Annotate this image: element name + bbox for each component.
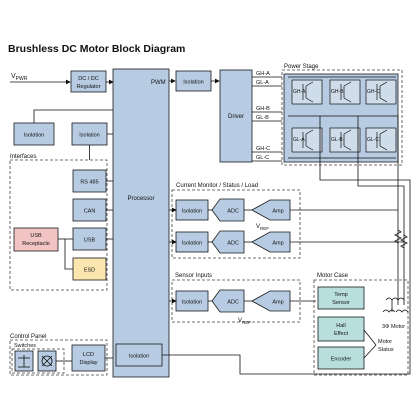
gate-label-gl-b: GL-B: [256, 115, 269, 121]
adc-block-cm2: ADC: [211, 230, 245, 254]
adc-block-cm1: ADC: [211, 198, 245, 222]
svg-text:ESD: ESD: [84, 268, 95, 274]
svg-text:RS 485: RS 485: [80, 180, 98, 186]
transistor-label-gl-a: GL-A: [293, 137, 305, 143]
isolation-block-cm2: Isolation: [175, 231, 209, 253]
gate-signals: GH-A GL-A GH-B GL-B GH-C GL-C: [252, 71, 282, 162]
svg-text:Power Stage: Power Stage: [284, 64, 319, 70]
svg-text:Encoder: Encoder: [331, 357, 352, 363]
amp-block-cm1: Amp: [251, 199, 291, 221]
transistor-label-gh-a: GH-A: [293, 89, 306, 95]
svg-text:Display: Display: [79, 360, 97, 366]
hall-effect-block: Hall Effect: [317, 316, 365, 342]
lcd-display-block: LCD Display: [71, 344, 106, 372]
svg-text:Effect: Effect: [334, 331, 348, 337]
svg-text:Isolation: Isolation: [79, 133, 100, 139]
isolation-block-comm: Isolation: [71, 122, 108, 146]
isolation-block-sensor: Isolation: [175, 290, 209, 312]
svg-text:Driver: Driver: [228, 114, 244, 120]
pwm-label: PWM: [151, 80, 166, 86]
vref-label-cm: VREF: [256, 224, 269, 231]
svg-text:Hall: Hall: [336, 323, 345, 329]
switch-icon-1: [14, 350, 34, 372]
svg-text:Isolation: Isolation: [129, 354, 150, 360]
svg-text:Temp: Temp: [334, 292, 347, 298]
interfaces-group: Interfaces RS 485 CAN USB ESD USB Recept…: [9, 154, 113, 291]
svg-text:Isolation: Isolation: [183, 80, 204, 86]
isolation-block-pwm: Isolation: [175, 70, 212, 92]
transistor-label-gl-b: GL-B: [331, 137, 343, 143]
temp-sensor-block: Temp Sensor: [317, 286, 365, 310]
svg-text:Processor: Processor: [127, 196, 154, 202]
current-monitor-group: Current Monitor / Status / Load Isolatio…: [169, 183, 404, 259]
switch-icon-2: [37, 350, 57, 372]
motor-status-label-2: Status: [378, 347, 394, 353]
svg-text:CAN: CAN: [84, 209, 96, 215]
gate-label-gh-c: GH-C: [256, 146, 270, 152]
svg-text:Isolation: Isolation: [182, 209, 203, 215]
svg-text:LCD: LCD: [83, 352, 94, 358]
gate-label-gl-c: GL-C: [256, 155, 269, 161]
transistor-label-gl-c: GL-C: [367, 137, 379, 143]
power-stage-group: Power Stage GH-A GH-B GH-C: [281, 64, 403, 166]
motor-coil-icon: [382, 297, 409, 313]
svg-text:ADC: ADC: [227, 209, 239, 215]
esd-block: ESD: [72, 257, 107, 281]
transistor-gh-c: [365, 79, 397, 105]
can-block: CAN: [72, 198, 107, 222]
svg-text:ADC: ADC: [227, 241, 239, 247]
vpwr-label: VPWR: [11, 73, 28, 82]
diagram-title: Brushless DC Motor Block Diagram: [8, 43, 185, 55]
vref-label-sensor: VREF: [238, 318, 251, 325]
svg-text:DC / DC: DC / DC: [78, 76, 99, 82]
motor-3phase-label: 3Φ Motor: [382, 324, 405, 330]
svg-text:USB: USB: [30, 233, 42, 239]
transistor-gl-c: [365, 127, 397, 153]
processor-block: Processor: [112, 68, 170, 378]
transistor-gl-a: [291, 127, 323, 153]
rs485-block: RS 485: [72, 169, 107, 193]
adc-block-sensor: ADC: [211, 289, 245, 313]
svg-text:USB: USB: [84, 238, 96, 244]
amp-block-sensor: Amp: [251, 290, 291, 312]
svg-text:Amp: Amp: [272, 300, 283, 306]
svg-text:Amp: Amp: [272, 209, 283, 215]
svg-text:Isolation: Isolation: [182, 300, 203, 306]
isolation-block-cm1: Isolation: [175, 199, 209, 221]
motor-status-label-1: Motor: [378, 339, 392, 345]
motor-case-group: Motor Case Temp Sensor Hall Effect Encod…: [313, 273, 409, 376]
dcdc-regulator-block: DC / DC Regulator: [70, 70, 107, 93]
transistor-gh-a: [291, 79, 323, 105]
svg-text:Current Monitor / Status / Loa: Current Monitor / Status / Load: [176, 183, 258, 189]
transistor-label-gh-c: GH-C: [367, 89, 380, 95]
svg-text:Sensor: Sensor: [332, 300, 350, 306]
svg-text:Motor Case: Motor Case: [317, 273, 349, 279]
transistor-gh-b: [329, 79, 361, 105]
svg-text:Sensor Inputs: Sensor Inputs: [175, 273, 212, 279]
transistor-gl-b: [329, 127, 361, 153]
gate-label-gh-a: GH-A: [256, 71, 270, 77]
amp-block-cm2: Amp: [251, 231, 291, 253]
svg-text:Isolation: Isolation: [182, 241, 203, 247]
isolation-block-left: Isolation: [13, 122, 55, 146]
svg-text:Amp: Amp: [272, 241, 283, 247]
isolation-block-bottom: Isolation: [115, 343, 163, 367]
control-panel-group: Control Panel Switches LCD Display: [9, 334, 113, 376]
svg-text:Switches: Switches: [14, 343, 36, 349]
driver-block: Driver: [219, 69, 253, 163]
encoder-block: Encoder: [317, 346, 365, 370]
svg-text:Interfaces: Interfaces: [10, 154, 36, 160]
svg-text:Isolation: Isolation: [24, 133, 45, 139]
usb-receptacle-block: USB Receptacle: [13, 227, 59, 252]
svg-text:ADC: ADC: [227, 300, 239, 306]
usb-block: USB: [72, 227, 107, 251]
svg-text:Receptacle: Receptacle: [22, 241, 50, 247]
svg-text:Control Panel: Control Panel: [10, 334, 46, 340]
gate-label-gl-a: GL-A: [256, 80, 269, 86]
transistor-label-gh-b: GH-B: [331, 89, 344, 95]
svg-text:Regulator: Regulator: [77, 84, 101, 90]
gate-label-gh-b: GH-B: [256, 106, 270, 112]
sensor-inputs-group: Sensor Inputs Isolation ADC Amp VREF: [169, 273, 316, 325]
